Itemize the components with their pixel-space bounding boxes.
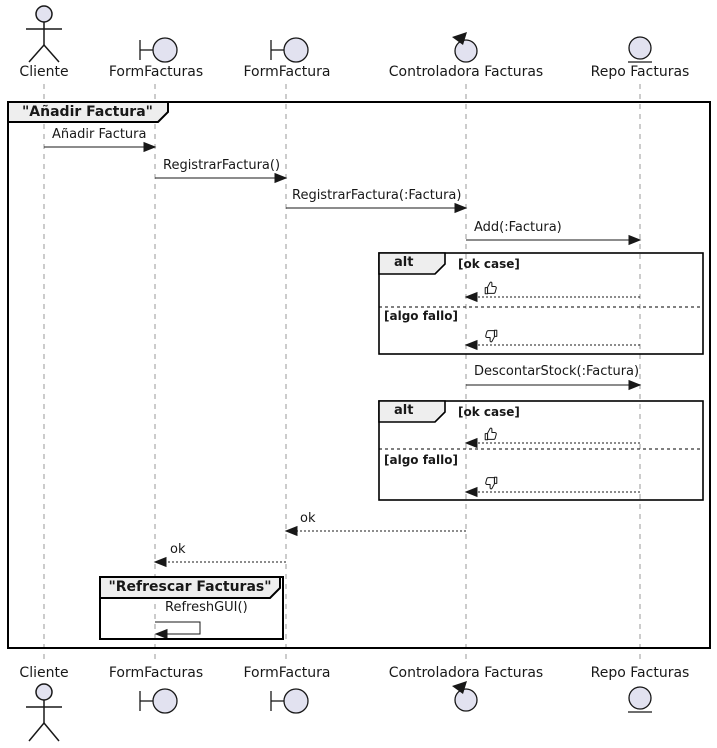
return-ok-2 (153, 556, 286, 568)
control-icon (452, 32, 478, 63)
return-thumbs-up-1 (464, 291, 640, 303)
alt-fragment-1 (378, 252, 704, 355)
participant-label-formfactura: FormFactura (243, 64, 331, 80)
arrow-add-factura (466, 234, 642, 246)
participant-label-repo: Repo Facturas (590, 64, 690, 80)
boundary-icon (270, 37, 309, 63)
inner-frame-tab (99, 576, 281, 599)
arrow-descontar-stock (466, 379, 642, 391)
participant-label-cliente: Cliente (19, 64, 69, 80)
participant-label-repo-bottom: Repo Facturas (590, 665, 690, 681)
inner-frame (99, 576, 284, 640)
message-label-registrar-factura-param: RegistrarFactura(:Factura) (292, 188, 462, 203)
alt-frame-tab (378, 400, 446, 423)
thumbs-up-icon (484, 427, 497, 441)
entity-icon (628, 686, 652, 713)
message-label-add-factura: Add(:Factura) (474, 220, 562, 235)
solid-arrows (44, 141, 642, 640)
thumbs-up-icon (484, 281, 497, 295)
boundary-icon (139, 37, 178, 63)
alt-guard-ok-2: [ok case] (458, 405, 520, 419)
actor-icon (26, 683, 62, 742)
participant-label-formfactura-bottom: FormFactura (243, 665, 331, 681)
entity-icon (628, 36, 652, 63)
outer-frame-border (7, 101, 711, 649)
return-arrows (153, 291, 640, 568)
return-thumbs-up-2 (464, 437, 640, 449)
message-label-refresh-gui: RefreshGUI() (165, 600, 248, 615)
message-label-registrar-factura: RegistrarFactura() (163, 158, 281, 173)
participant-label-formfacturas-bottom: FormFacturas (108, 665, 204, 681)
alt-frame-tab (378, 252, 446, 275)
inner-frame-title: "Refrescar Facturas" (108, 579, 272, 595)
arrow-registrar-factura-param (286, 202, 468, 214)
thumbs-down-icon (485, 476, 498, 490)
return-thumbs-down-1 (464, 339, 640, 351)
thumbs-down-icon (485, 329, 498, 343)
alt-operator-2: alt (394, 403, 414, 418)
alt-frame-border (378, 400, 704, 501)
participant-label-controladora-bottom: Controladora Facturas (388, 665, 544, 681)
participant-label-cliente-bottom: Cliente (19, 665, 69, 681)
message-label-ok-1: ok (300, 511, 316, 526)
message-label-ok-2: ok (170, 542, 186, 557)
participant-label-controladora: Controladora Facturas (388, 64, 544, 80)
arrow-registrar-factura (155, 172, 288, 184)
arrow-refresh-gui-self (154, 621, 201, 640)
alt-frame-border (378, 252, 704, 355)
lifelines (43, 84, 641, 664)
outer-frame-title: "Añadir Factura" (22, 104, 153, 120)
message-label-descontar-stock: DescontarStock(:Factura) (474, 364, 640, 379)
return-thumbs-down-2 (464, 486, 640, 498)
boundary-icon (139, 688, 178, 714)
arrow-anadir-factura (44, 141, 157, 153)
alt-fragment-2 (378, 400, 704, 501)
outer-frame-tab (7, 101, 169, 123)
alt-guard-fail-1: [algo fallo] (384, 309, 458, 323)
alt-guard-fail-2: [algo fallo] (384, 453, 458, 467)
participant-label-formfacturas: FormFacturas (108, 64, 204, 80)
message-label-anadir-factura: Añadir Factura (52, 127, 147, 142)
return-ok-1 (284, 525, 466, 537)
alt-operator-1: alt (394, 255, 414, 270)
alt-guard-ok-1: [ok case] (458, 257, 520, 271)
actor-icon (26, 5, 62, 63)
boundary-icon (270, 688, 309, 714)
control-icon (452, 681, 478, 712)
